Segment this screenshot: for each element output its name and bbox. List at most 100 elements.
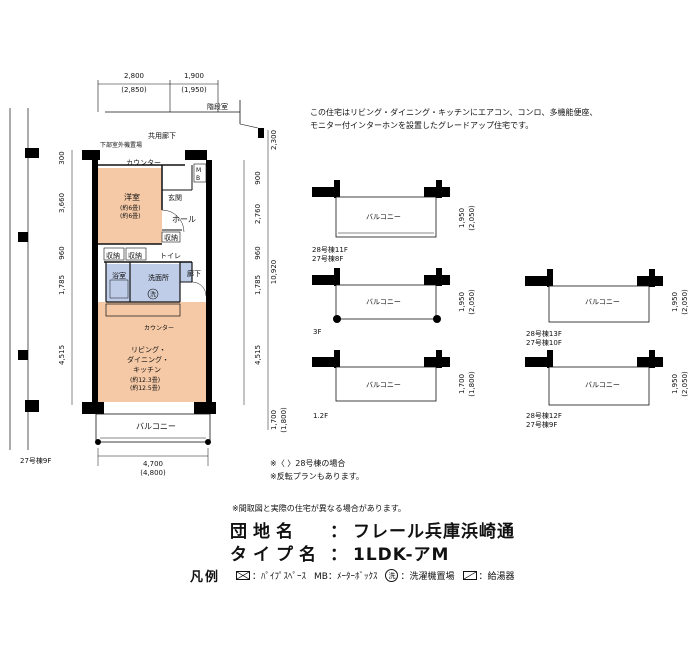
estate-name-label: 団地名 (230, 522, 299, 542)
dim-top-2-alt: (1,950) (181, 86, 207, 94)
bath-label: 浴室 (112, 271, 126, 280)
variant-5-dim-alt: (2,050) (681, 371, 689, 397)
estate-name-value: フレール兵庫浜崎通 (353, 522, 515, 542)
dim-left-4: 1,785 (58, 275, 66, 295)
variant-2-caption: 3F (313, 328, 321, 336)
dim-top-1: 2,800 (124, 72, 144, 80)
balcony-variant-3: バルコニー 1,950 (2,050) 28号棟13F 27号棟10F (525, 269, 689, 347)
storage-label-2: 収納 (106, 251, 120, 260)
dim-right-8: 1,700 (270, 410, 278, 430)
estate-colon: ： (330, 522, 348, 542)
main-balcony: バルコニー 4,700 (4,800) (95, 413, 211, 477)
dim-right-7: 10,920 (270, 260, 278, 285)
water-area-floor (106, 264, 180, 302)
toilet-floor (180, 262, 192, 282)
ldk-size-1: (約12.3畳) (130, 376, 160, 384)
ldk-size-2: (約12.5畳) (130, 384, 160, 392)
legend-heater: ：給湯器 (462, 569, 515, 582)
variant-2-balcony: バルコニー (366, 298, 401, 306)
type-name-row: タイプ名 ：1LDK-アM (230, 540, 449, 565)
ldk-label-1: リビング・ (131, 345, 166, 354)
dim-bottom-alt: (4,800) (140, 469, 166, 477)
storage-label-1: 収納 (164, 233, 178, 242)
variant-3-dim-alt: (2,050) (681, 289, 689, 315)
note-28-building: ※〈 〉28号棟の場合 (270, 459, 346, 468)
variant-1-caption-2: 27号棟8F (312, 254, 343, 263)
note-reverse-plan: ※反転プランもあります。 (270, 472, 364, 481)
western-room-size-1: (約6畳) (120, 204, 141, 212)
mb-b-label: B (196, 175, 200, 182)
variant-4-dim-alt: (1,800) (468, 371, 476, 397)
western-room-label: 洋室 (124, 192, 140, 202)
ldk-label-2: ダイニング・ (127, 355, 169, 364)
water-heater-icon (462, 571, 477, 580)
stair-label: 階段室 (207, 102, 228, 111)
legend-title: 凡例 (190, 570, 221, 585)
storage-label-3: 収納 (128, 251, 142, 260)
ldk-floor (98, 302, 208, 402)
legend-mb-text: MB：ﾒｰﾀｰﾎﾞｯｸｽ (314, 572, 378, 582)
dim-right-4: 1,785 (254, 275, 262, 295)
type-name-value: 1LDK-アM (353, 545, 450, 565)
dim-right-3: 960 (254, 246, 262, 259)
type-name-label: タイプ名 (230, 545, 322, 565)
variant-2-dim: 1,950 (458, 292, 466, 312)
counter-bottom-label: カウンター (144, 324, 174, 332)
dim-left-3: 960 (58, 246, 66, 259)
variant-3-balcony: バルコニー (585, 298, 620, 306)
legend-pipe-space: ：ﾊﾟｲﾌﾟｽﾍﾟｰｽ (236, 569, 306, 582)
legend-heater-text: ：給湯器 (478, 572, 515, 582)
variant-4-dim: 1,700 (458, 374, 466, 394)
estate-name-row: 団地名 ：フレール兵庫浜崎通 (230, 517, 515, 542)
variant-3-caption-2: 27号棟10F (526, 338, 562, 347)
variant-1-balcony: バルコニー (366, 213, 401, 221)
western-room-floor (98, 168, 162, 244)
pipe-space-icon (236, 571, 251, 580)
corridor-room-label: 廊下 (187, 269, 201, 278)
legend-washer: 洗 ：洗濯機置場 (385, 569, 455, 582)
variant-4-balcony: バルコニー (366, 381, 401, 389)
hall-label: ホール (172, 215, 196, 224)
unit-label: 27号棟9F (20, 456, 51, 465)
legend-washer-text: ：洗濯機置場 (400, 572, 455, 582)
dim-right-5: 4,515 (254, 345, 262, 365)
legend-meter-box: MB：ﾒｰﾀｰﾎﾞｯｸｽ (314, 569, 377, 582)
dim-right-9: (1,800) (280, 407, 288, 433)
balcony-variant-5: バルコニー 1,950 (2,050) 28号棟12F 27号棟9F (525, 350, 689, 429)
washer-mark: 洗 (150, 291, 156, 299)
outdoor-unit-label: 下部室外機置場 (100, 141, 142, 149)
corridor-label: 共用廊下 (148, 131, 176, 140)
variant-1-dim-alt: (2,050) (468, 205, 476, 231)
grade-up-note-line-1: この住宅はリビング・ダイニング・キッチンにエアコン、コンロ、多機能便座、 (310, 108, 598, 117)
variant-1-caption-1: 28号棟11F (312, 245, 348, 254)
dim-top-2: 1,900 (184, 72, 204, 80)
entrance-label: 玄関 (168, 193, 182, 202)
balcony-variant-2: バルコニー 1,950 (2,050) 3F (312, 268, 476, 336)
building-edge-left: 27号棟9F (9, 108, 51, 465)
type-colon: ： (330, 545, 348, 565)
variant-3-dim: 1,950 (671, 292, 679, 312)
dim-left-5: 4,515 (58, 345, 66, 365)
balcony-variant-4: バルコニー 1,700 (1,800) 1.2F (312, 350, 476, 420)
variant-3-caption-1: 28号棟13F (526, 329, 562, 338)
variant-4-caption: 1.2F (313, 412, 328, 420)
dim-right-6: 2,300 (270, 130, 278, 150)
left-dimensions: 300 3,660 960 1,785 4,515 (58, 150, 73, 405)
counter-top-label: カウンター (126, 158, 161, 167)
stair-room: 階段室 共用廊下 (105, 100, 264, 140)
balcony-variant-1: バルコニー 1,950 (2,050) 28号棟11F 27号棟8F (312, 180, 476, 263)
variant-2-dim-alt: (2,050) (468, 289, 476, 315)
dim-right-2: 2,760 (254, 204, 262, 224)
right-dimensions: 900 2,760 960 1,785 4,515 2,300 10,920 1… (243, 130, 288, 433)
toilet-label: トイレ (160, 252, 181, 260)
variant-5-caption-2: 27号棟9F (526, 420, 557, 429)
top-dimensions: 2,800 (2,850) 1,900 (1,950) (97, 72, 219, 112)
grade-up-note: この住宅はリビング・ダイニング・キッチンにエアコン、コンロ、多機能便座、 モニタ… (310, 106, 690, 132)
note-disclaimer: ※間取図と実際の住宅が異なる場合があります。 (232, 504, 406, 513)
ldk-label-3: キッチン (133, 366, 161, 374)
balcony-label: バルコニー (136, 422, 176, 431)
western-room-size-2: (約6畳) (120, 212, 141, 220)
variant-5-balcony: バルコニー (585, 381, 620, 389)
grade-up-note-line-2: モニター付インターホンを設置したグレードアップ住宅です。 (310, 121, 534, 130)
